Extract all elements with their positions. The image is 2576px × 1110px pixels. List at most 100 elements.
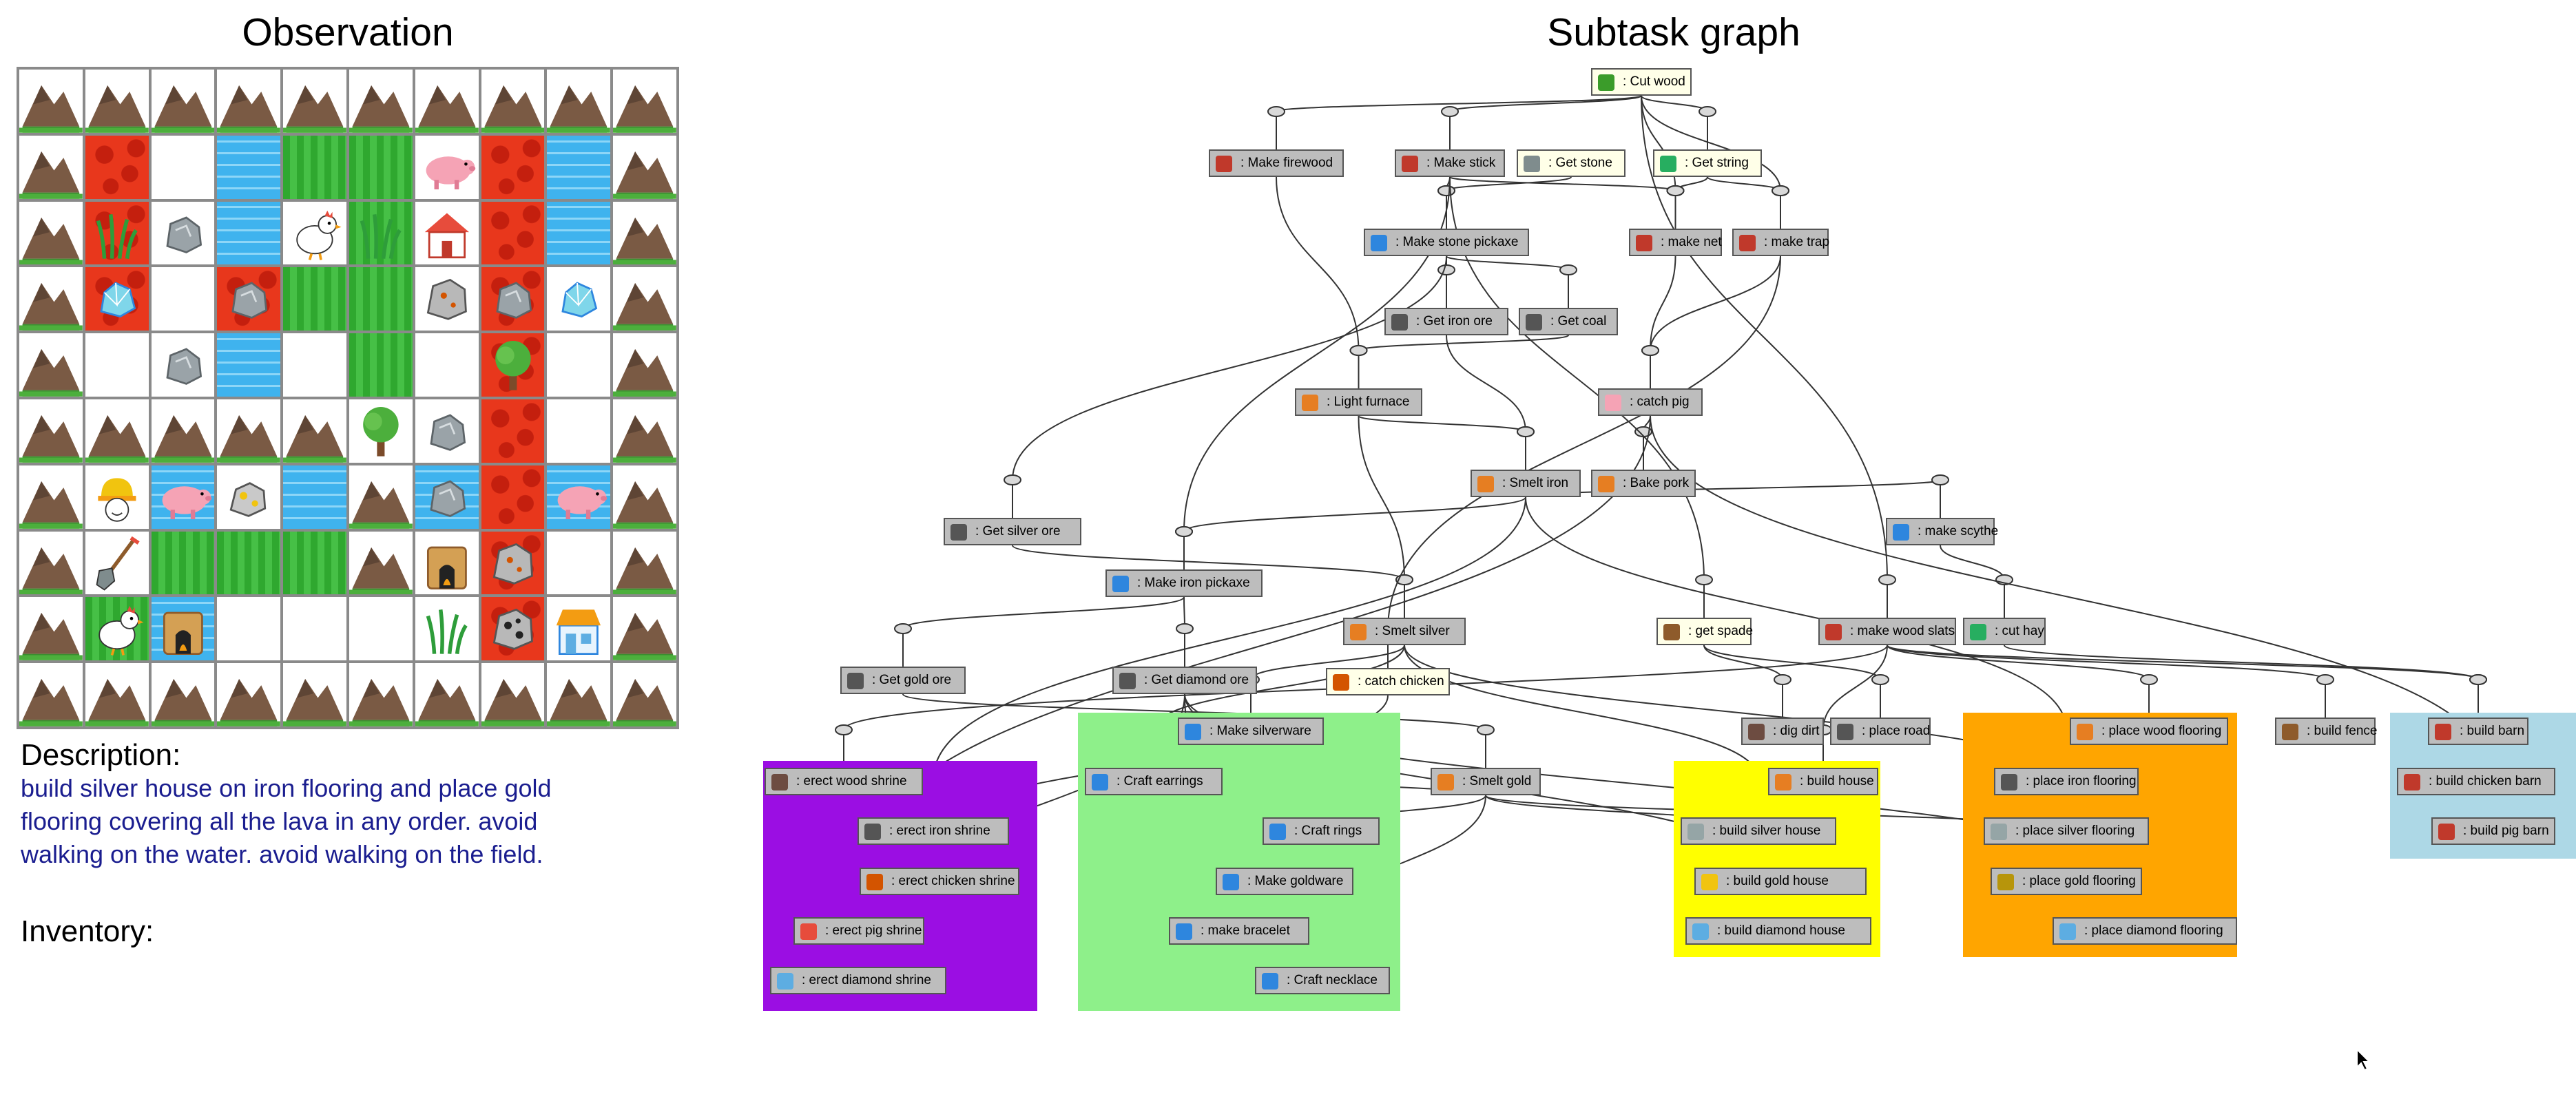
grid-cell [547,201,611,265]
node-label: : make bracelet [1201,923,1290,938]
mountain-icon [613,85,676,133]
graph-edge [1012,255,1447,518]
node-label: : dig dirt [1773,724,1820,738]
grid-cell [481,531,545,595]
mountain-icon [283,415,346,463]
house-icon [1402,156,1418,172]
node-place-road: : place road [1830,718,1931,745]
mountain-icon [613,217,676,265]
barn-icon [2438,824,2455,840]
grid-cell [349,70,413,133]
node-label: : Make stick [1426,156,1496,170]
mountain-icon [613,415,676,463]
grid-cell [283,399,346,463]
shop-icon [1893,524,1909,541]
graph-edge [1276,95,1642,149]
node-label: : Get string [1685,156,1749,170]
node-label: : erect diamond shrine [802,973,931,987]
pig-icon [162,486,211,519]
house-icon [1636,235,1652,251]
grid-cell [415,597,479,661]
grid-cell [547,465,611,529]
node-get-iron-ore: : Get iron ore [1384,308,1508,335]
node-get-diamond-ore: : Get diamond ore [1112,667,1257,694]
graph-junction [1774,674,1791,685]
node-label: : Make iron pickaxe [1137,576,1250,590]
stone-icon [166,216,202,253]
grid-cell [85,663,149,726]
node-build-silver-house: : build silver house [1681,817,1836,845]
grid-cell [415,399,479,463]
shovel-icon [96,536,140,591]
grid-cell [415,663,479,726]
grid-cell [547,333,611,397]
node-make-net: : make net [1629,229,1722,256]
mountain-icon [349,679,413,726]
shrine-icon [777,973,793,989]
mountain-icon [547,679,611,726]
furnace-icon [1437,774,1454,790]
node-bake-pork: : Bake pork [1591,470,1696,497]
mountain-icon [613,283,676,331]
grid-cell [151,333,215,397]
node-label: : Craft rings [1294,824,1362,838]
node-get-silver-ore: : Get silver ore [944,518,1081,545]
grid-cell [217,663,281,726]
grid-cell [547,399,611,463]
mountain-icon [283,679,346,726]
grid-cell [85,465,149,529]
mountain-icon [151,679,215,726]
grid-cell [415,70,479,133]
node-build-fence: : build fence [2275,718,2377,745]
mountain-icon [85,415,149,463]
mountain-icon [19,349,83,397]
dirt-icon [1748,724,1765,740]
grid-cell [547,135,611,199]
grid-cell [481,663,545,726]
node-label: : Craft earrings [1116,774,1203,788]
node-craft-necklace: : Craft necklace [1255,967,1390,994]
node-label: : Make goldware [1247,874,1344,888]
node-place-diamond-flooring: : place diamond flooring [2053,917,2237,945]
shop-icon [1176,923,1192,940]
grid-cell [415,333,479,397]
mountain-icon [613,481,676,529]
node-label: : build diamond house [1717,923,1845,938]
grid-cell [349,135,413,199]
node-make-iron-pickaxe: : Make iron pickaxe [1105,569,1263,597]
tree-icon [495,341,531,390]
mountain-icon [85,85,149,133]
mountain-icon [349,481,413,529]
mountain-icon [19,547,83,595]
mountain-icon [19,481,83,529]
grid-cell [19,531,83,595]
grid-cell [283,531,346,595]
scythe-icon [1970,624,1986,640]
node-catch-pig: : catch pig [1598,388,1703,416]
node-build-gold-house: : build gold house [1694,868,1867,895]
mountain-icon [19,679,83,726]
grid-cell [217,333,281,397]
graph-junction [894,623,912,634]
node-build-barn: : build barn [2428,718,2528,745]
node-dig-dirt: : dig dirt [1741,718,1824,745]
graph-edge [933,496,1526,817]
grid-cell [613,267,676,331]
graph-edge [1641,95,1781,229]
graph-junction [1441,106,1459,117]
graph-junction [2316,674,2334,685]
grid-cell [481,201,545,265]
mountain-icon [283,85,346,133]
node-label: : place silver flooring [2015,824,2135,838]
grid-cell [481,135,545,199]
grass-icon [96,213,138,259]
shovel-icon [1663,624,1680,640]
grid-cell [151,70,215,133]
mountain-icon [613,151,676,199]
node-label: : erect pig shrine [825,923,922,938]
mountain-icon [19,85,83,133]
furnace-icon [1598,476,1614,492]
node-label: : place road [1862,724,1931,738]
node-label: : build house [1800,774,1874,788]
graph-edge [1674,176,1708,229]
